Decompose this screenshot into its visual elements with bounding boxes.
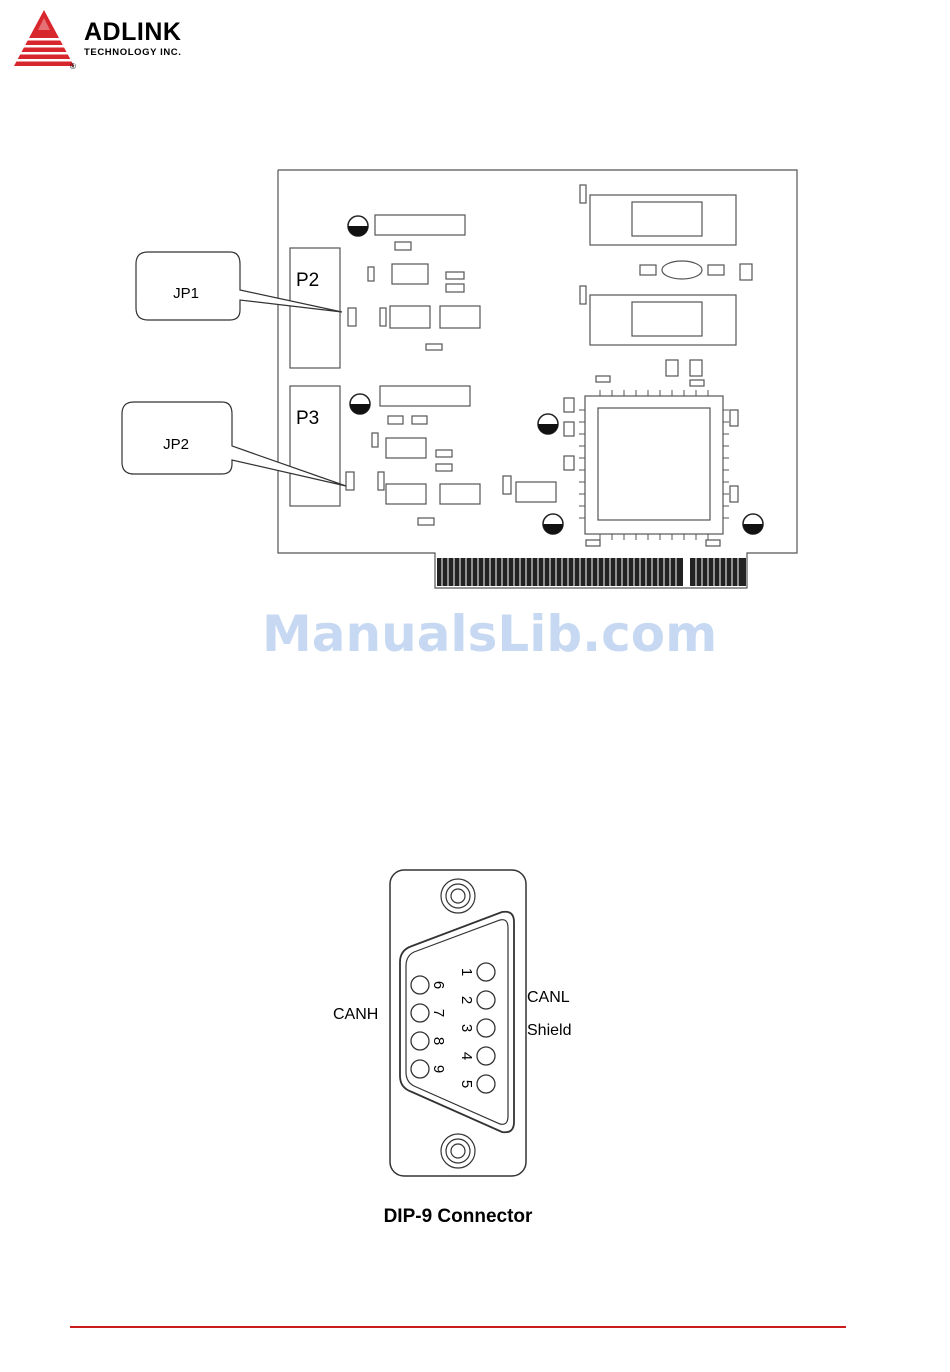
connector-caption: DIP-9 Connector [384, 1206, 533, 1227]
board-figure: JP1 JP2 P2 P3 [110, 160, 810, 590]
registered-mark: ® [70, 62, 76, 71]
pin-4-number: 4 [458, 1052, 475, 1060]
pin-9-number: 9 [430, 1065, 447, 1073]
canh-label: CANH [333, 1006, 378, 1023]
watermark: ManualsLib.com [262, 605, 702, 663]
adlink-logo: ADLINK TECHNOLOGY INC. ® [14, 10, 224, 74]
shield-label: Shield [527, 1022, 571, 1039]
connector-figure: 1 2 3 4 5 6 7 8 9 CANH CANL Shield DIP-9… [320, 860, 600, 1240]
pcb-board-diagram: JP1 JP2 P2 P3 [110, 160, 810, 590]
jp2-label: JP2 [163, 436, 189, 453]
pin-1-number: 1 [458, 968, 475, 976]
jp1-label: JP1 [173, 285, 199, 302]
brand-tagline: TECHNOLOGY INC. [84, 47, 182, 58]
header-p3 [290, 386, 340, 506]
connector-shell [390, 870, 526, 1176]
dip9-connector-diagram: 1 2 3 4 5 6 7 8 9 CANH CANL Shield DIP-9… [320, 860, 600, 1240]
brand-name: ADLINK [84, 18, 181, 47]
pin-6-number: 6 [430, 981, 447, 989]
edge-connector [437, 558, 746, 586]
p3-label: P3 [296, 408, 319, 429]
pin-8-number: 8 [430, 1037, 447, 1045]
footer-rule [70, 1326, 846, 1328]
canl-label: CANL [527, 989, 570, 1006]
pin-3-number: 3 [458, 1024, 475, 1032]
logo-triangle-icon [14, 10, 76, 72]
p2-label: P2 [296, 270, 319, 291]
pin-7-number: 7 [430, 1009, 447, 1017]
pin-2-number: 2 [458, 996, 475, 1004]
pin-5-number: 5 [458, 1080, 475, 1088]
